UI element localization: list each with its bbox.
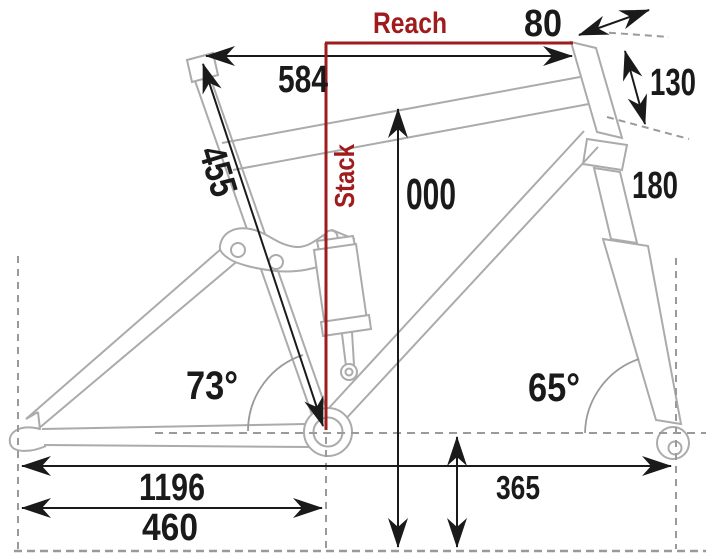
seat-clamp [185, 51, 220, 84]
seat-tube-dim-line [202, 63, 324, 427]
frame-drawing [8, 40, 690, 460]
seat-angle-value: 73° [186, 364, 238, 408]
reach-label: Reach [373, 7, 447, 40]
head-tube-dim-line [623, 50, 647, 125]
head-tube-value: 130 [650, 62, 696, 104]
rocker-pivot-left [230, 242, 246, 258]
head-angle-arc [584, 358, 640, 434]
labels: Reach Stack 584 455 80 130 180 000 73° 6… [139, 3, 696, 549]
reach-stack-lines [324, 41, 573, 430]
rear-shock [312, 234, 373, 381]
wheelbase-value: 1196 [139, 467, 205, 509]
fork-stanchion [592, 166, 639, 245]
top-tube-value: 584 [278, 59, 328, 101]
chainstay-value: 460 [142, 507, 198, 549]
head-tube-bottom-guide [606, 116, 690, 140]
chainstay [8, 411, 311, 452]
head-tube [569, 40, 624, 140]
stem-value: 80 [524, 3, 562, 45]
standover-value: 000 [406, 170, 456, 219]
bb-height-value: 365 [496, 469, 540, 506]
shock-body [312, 242, 369, 329]
head-tube-top-guide [584, 30, 670, 38]
stack-label: Stack [329, 144, 360, 208]
fork-crown [581, 137, 629, 172]
head-angle-value: 65° [528, 366, 580, 410]
stem-dim-line [578, 9, 650, 36]
dimension-lines [21, 9, 672, 548]
down-tube [327, 130, 599, 424]
fork-value: 180 [632, 165, 678, 207]
